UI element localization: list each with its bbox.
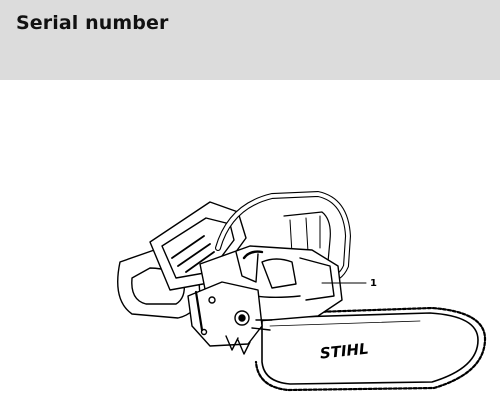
bumper-spike: [225, 335, 251, 355]
brand-mark: STIHL: [319, 340, 369, 363]
sprocket-cover: [187, 281, 273, 347]
callout-number-1: 1: [370, 278, 377, 289]
guide-bar: [254, 306, 487, 392]
page-title: Serial number: [16, 12, 169, 34]
header-bar: Serial number: [0, 0, 500, 80]
chainsaw-illustration: 1 STIHL: [0, 80, 500, 407]
